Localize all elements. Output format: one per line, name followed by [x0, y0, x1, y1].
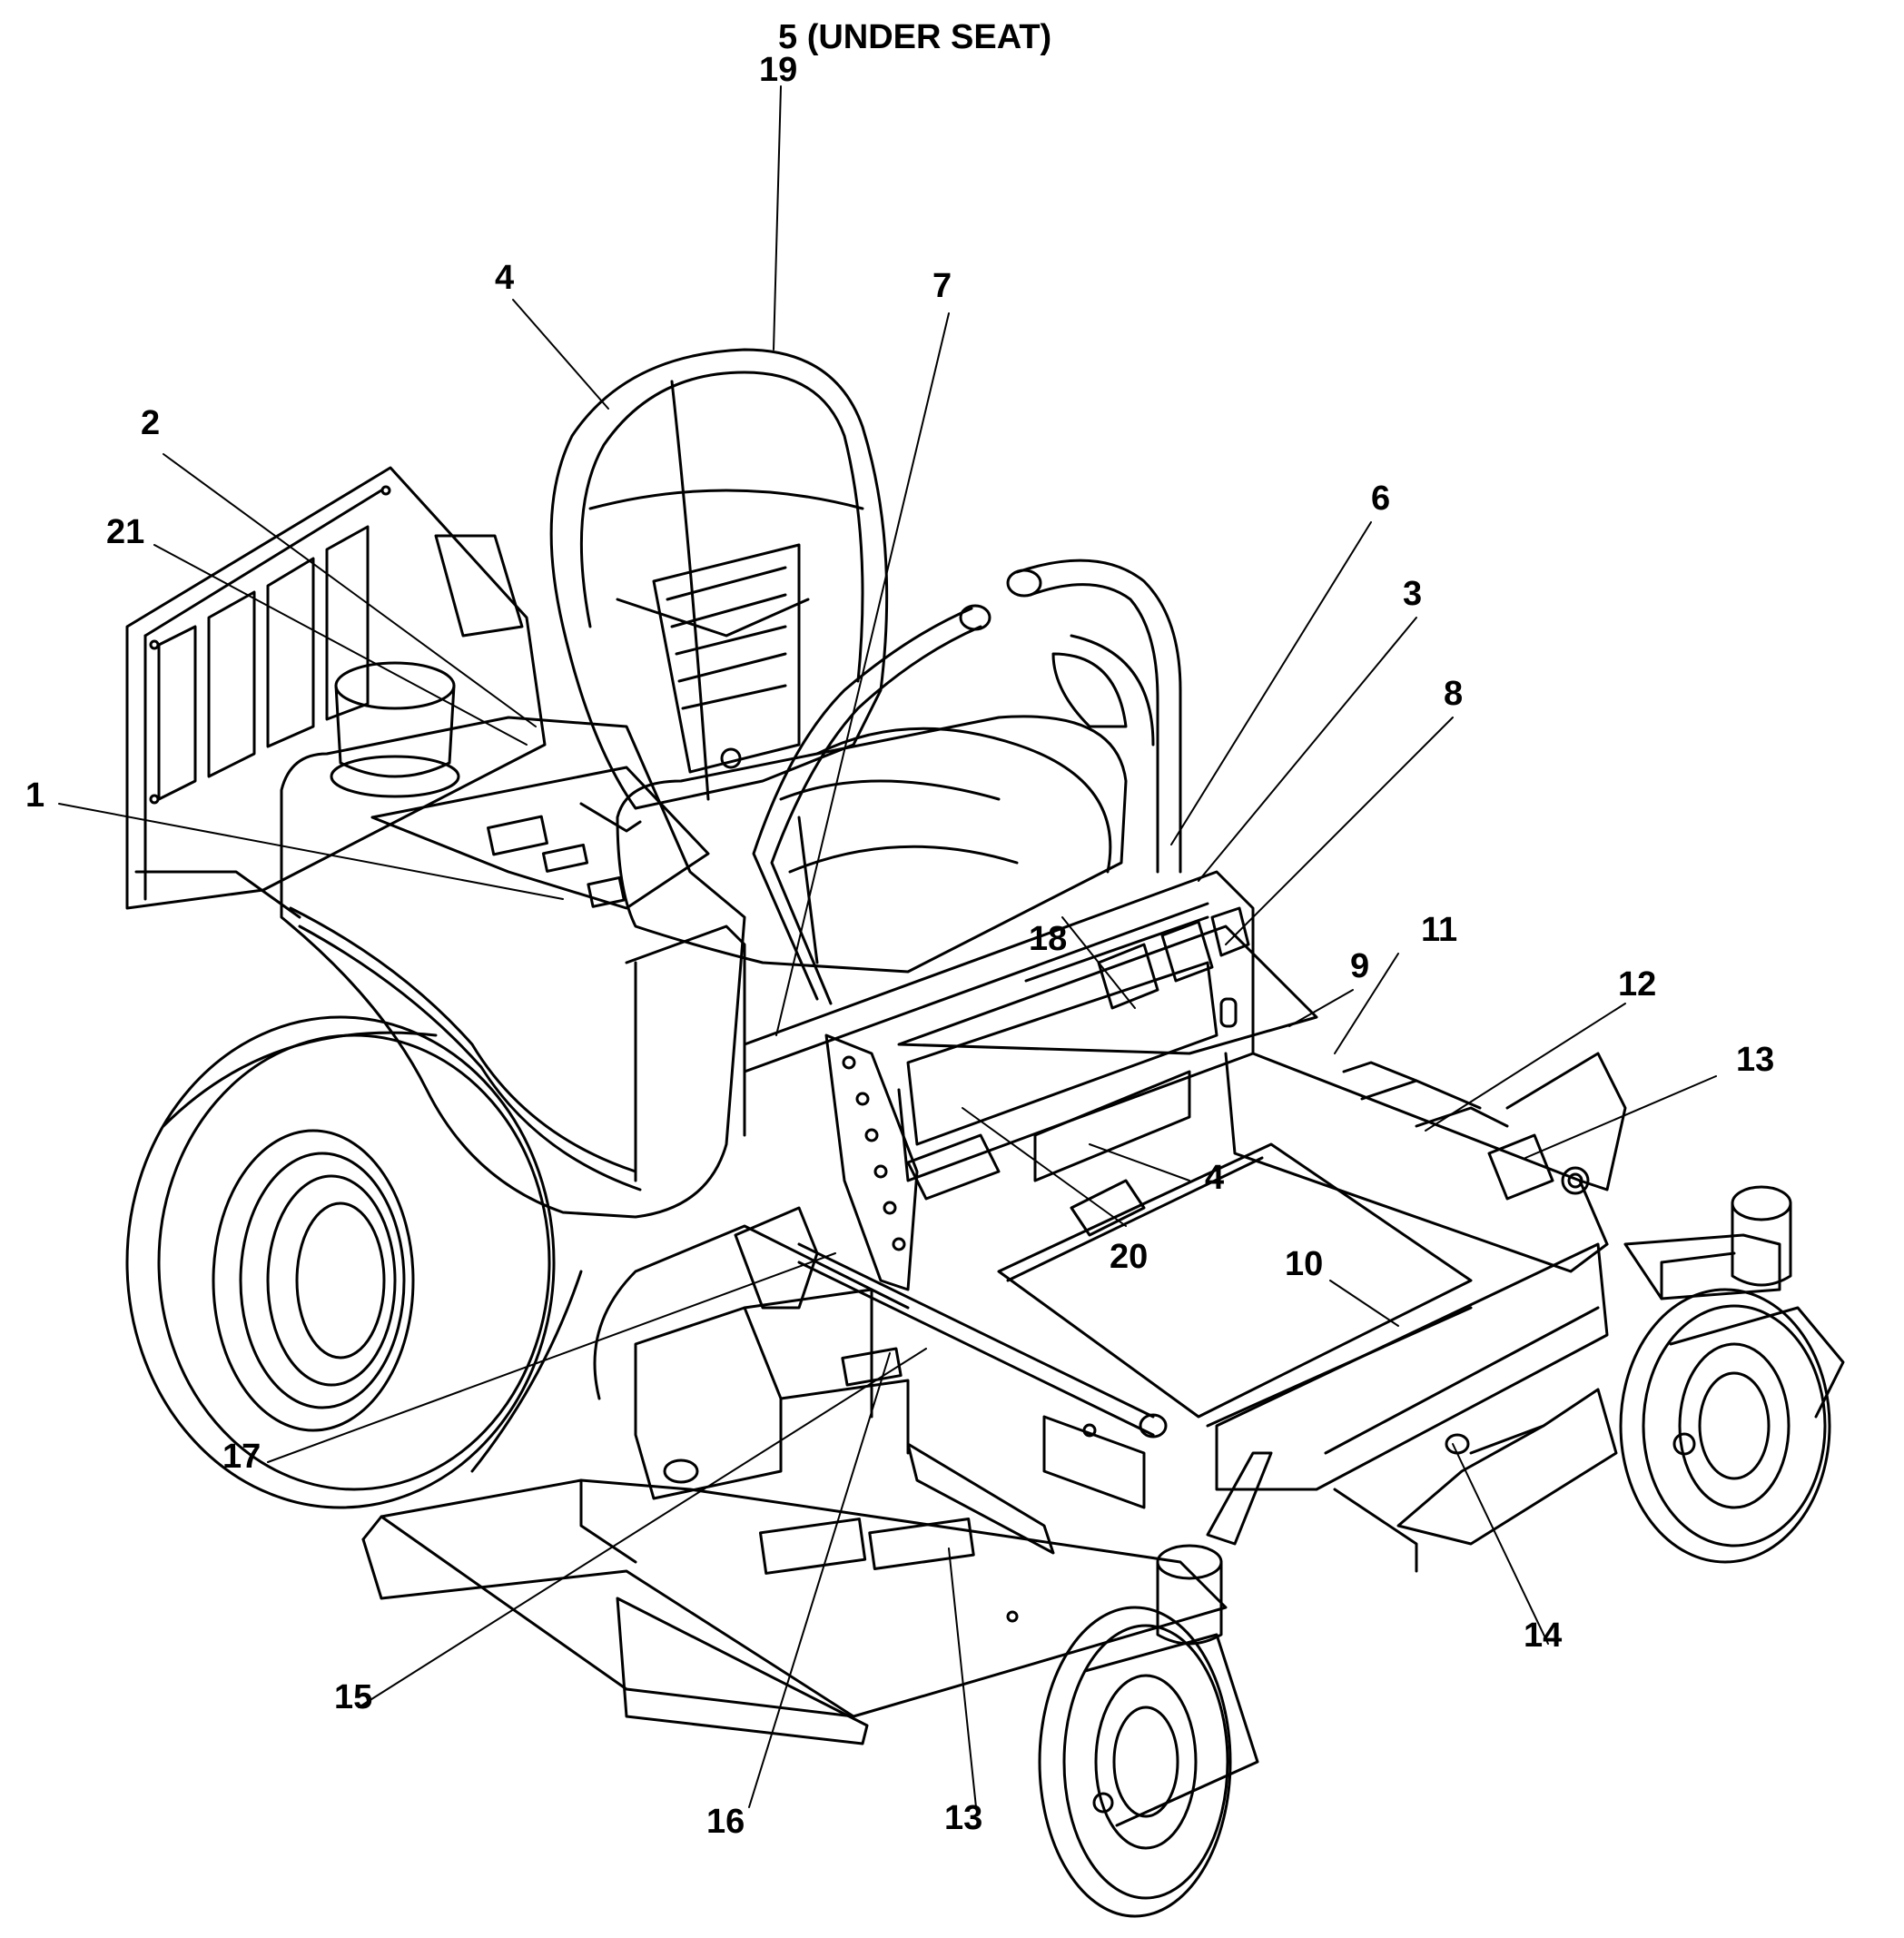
callout-8: 8 [1444, 675, 1464, 713]
callout-12: 12 [1618, 965, 1657, 1004]
callout-5-under-seat: 5 (UNDER SEAT) [778, 18, 1052, 56]
callout-19: 19 [759, 51, 798, 89]
lap-bars [752, 559, 1182, 1005]
rear-tire [125, 1015, 583, 1509]
callout-9: 9 [1350, 947, 1370, 985]
callout-7: 7 [932, 267, 952, 305]
callout-10: 10 [1285, 1245, 1324, 1283]
seat-cushion [616, 715, 1128, 974]
right-caster [1619, 1185, 1845, 1564]
right-frame-rail [1224, 1052, 1627, 1273]
rear-shroud [125, 466, 547, 919]
floor-plate [897, 925, 1473, 1428]
left-caster [1038, 1451, 1273, 1918]
callout-4-floor: 4 [1205, 1159, 1225, 1197]
callout-4-seat: 4 [495, 259, 515, 297]
fuel-tank-body [280, 716, 746, 1219]
callout-13-bottom: 13 [944, 1799, 983, 1837]
callout-18: 18 [1029, 920, 1068, 958]
lever-bracket [734, 1033, 1168, 1509]
seat-back [549, 348, 889, 810]
callout-21: 21 [106, 513, 145, 551]
mower-deck [361, 1224, 1228, 1745]
leader-lines [58, 85, 1717, 1808]
control-panel [370, 766, 710, 910]
callout-16: 16 [706, 1803, 745, 1841]
seat-platform [743, 870, 1255, 1182]
front-axle [1215, 1242, 1618, 1573]
callout-1: 1 [25, 776, 45, 815]
callout-17: 17 [222, 1438, 261, 1476]
callout-20: 20 [1110, 1238, 1149, 1276]
callout-14: 14 [1524, 1617, 1563, 1655]
callout-13-right: 13 [1736, 1041, 1775, 1079]
callout-2: 2 [141, 404, 161, 442]
fuel-cap [330, 661, 460, 798]
callout-3: 3 [1403, 575, 1423, 613]
callout-6: 6 [1371, 480, 1391, 518]
callout-11: 11 [1421, 911, 1458, 949]
callout-15: 15 [334, 1678, 373, 1716]
